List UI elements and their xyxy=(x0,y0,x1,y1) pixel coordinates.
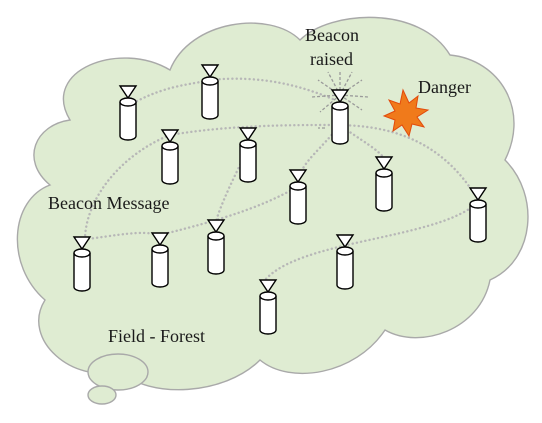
beacon-raised-label-line2: raised xyxy=(310,49,353,69)
sensor-node-icon xyxy=(72,236,92,292)
sensor-node-icon xyxy=(206,219,226,275)
path-lower-left xyxy=(78,231,162,242)
danger-label: Danger xyxy=(418,77,471,97)
sensor-node-icon xyxy=(288,169,308,225)
sensor-node-icon xyxy=(335,234,355,290)
path-left-drop xyxy=(83,133,172,242)
explosion-icon xyxy=(382,88,430,138)
sensor-node-icon xyxy=(258,279,278,335)
path-right-drop xyxy=(263,203,477,282)
sensor-node-icon xyxy=(374,156,394,212)
sensor-node-icon xyxy=(150,232,170,288)
path-lower-mid xyxy=(158,183,302,237)
field-forest-label: Field - Forest xyxy=(108,326,205,346)
sensor-node-icon xyxy=(238,127,258,183)
sensor-node-icon xyxy=(118,85,138,141)
beacon-rays-icon xyxy=(311,71,369,129)
sensor-node-icon xyxy=(160,129,180,185)
beacon-message-label: Beacon Message xyxy=(48,193,169,213)
sensor-node-icon xyxy=(200,64,220,120)
sensor-nodes xyxy=(72,64,488,335)
sensor-node-icon xyxy=(468,187,488,243)
path-beacon-right xyxy=(338,123,387,162)
sensor-node-icon xyxy=(330,89,350,145)
path-center-left xyxy=(213,143,252,227)
beacon-raised-label-line1: Beacon xyxy=(305,25,359,45)
message-paths xyxy=(78,77,477,282)
